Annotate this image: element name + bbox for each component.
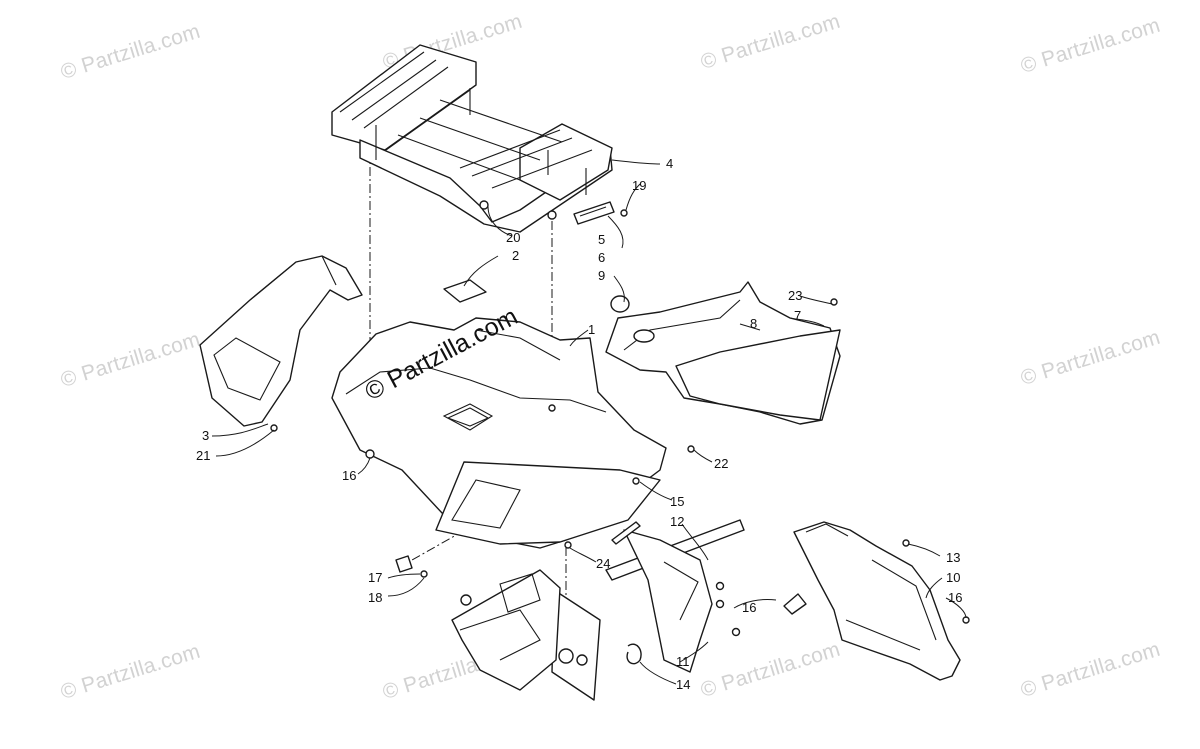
hardware-fasteners: [270, 209, 970, 624]
leader-lines: [211, 159, 967, 685]
callout-9[interactable]: 9: [598, 268, 605, 283]
callout-6[interactable]: 6: [598, 250, 605, 265]
callout-2[interactable]: 2: [512, 248, 519, 263]
callout-3[interactable]: 3: [202, 428, 209, 443]
callout-5[interactable]: 5: [598, 232, 605, 247]
frame-bracket: [451, 569, 601, 701]
callout-19[interactable]: 19: [632, 178, 646, 193]
callout-23[interactable]: 23: [788, 288, 802, 303]
callout-24[interactable]: 24: [596, 556, 610, 571]
callout-17[interactable]: 17: [368, 570, 382, 585]
callout-16a[interactable]: 16: [342, 468, 356, 483]
callout-1[interactable]: 1: [588, 322, 595, 337]
left-fender-flare: [199, 255, 363, 427]
callout-13[interactable]: 13: [946, 550, 960, 565]
side-panel: [605, 281, 841, 425]
callout-20[interactable]: 20: [506, 230, 520, 245]
callout-15[interactable]: 15: [670, 494, 684, 509]
callout-16c[interactable]: 16: [948, 590, 962, 605]
decal: [443, 279, 487, 303]
rear-rack: [331, 44, 613, 233]
callout-8[interactable]: 8: [750, 316, 757, 331]
callout-16b[interactable]: 16: [742, 600, 756, 615]
callout-7[interactable]: 7: [794, 308, 801, 323]
callout-22[interactable]: 22: [714, 456, 728, 471]
callout-labels: 4 19 20 5 6 2 9 23 7 8 1 3 21 16 22 15 1…: [196, 156, 962, 692]
reflector-bracket: [573, 201, 615, 225]
callout-4[interactable]: 4: [666, 156, 673, 171]
callout-10[interactable]: 10: [946, 570, 960, 585]
callout-14[interactable]: 14: [676, 677, 690, 692]
right-side-panel: [793, 521, 961, 681]
callout-18[interactable]: 18: [368, 590, 382, 605]
callout-12[interactable]: 12: [670, 514, 684, 529]
callout-11[interactable]: 11: [676, 654, 690, 669]
mud-guard-assembly: [605, 519, 807, 673]
rear-fender-body: [331, 317, 667, 549]
callout-21[interactable]: 21: [196, 448, 210, 463]
